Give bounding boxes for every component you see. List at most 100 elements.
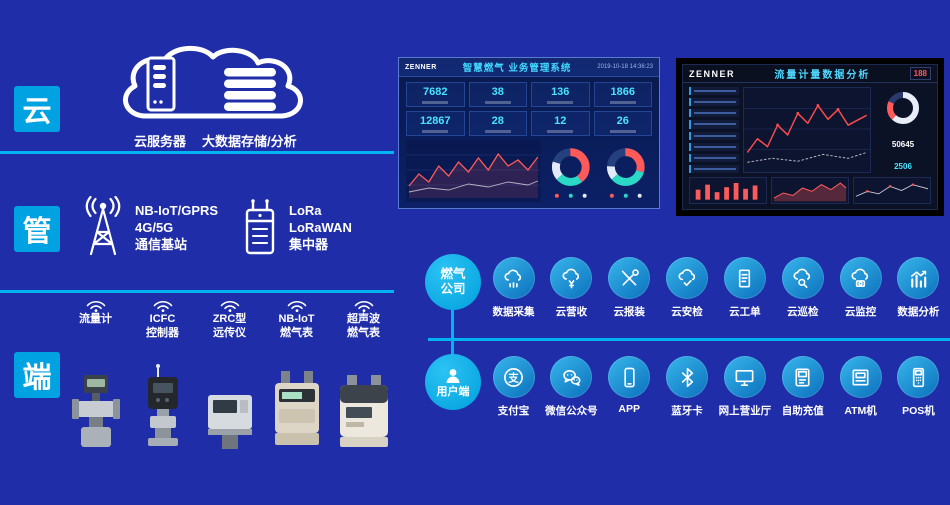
dashboard2-stat-1: 188 [909, 67, 931, 80]
device-flow-meter: 流量计 [62, 296, 129, 449]
ultrasonic-gas-meter-photo [339, 375, 388, 447]
dashboard2-stat-3: 2506 [894, 162, 912, 171]
work-order-icon [739, 269, 751, 287]
database-icon [224, 68, 276, 111]
dashboard1-brand: ZENNER [405, 63, 437, 71]
cloud-tier-badge: 云 [14, 86, 60, 132]
dashboard1-timestamp: 2019-10-18 14:36:23 [597, 64, 653, 70]
cloud-camera-icon [851, 268, 869, 287]
flow-meter-photo [71, 375, 120, 447]
dashboard2-brand: ZENNER [689, 68, 736, 79]
dashboard2-main-line-chart [743, 87, 871, 173]
bar-chart-icon [910, 270, 927, 288]
device-zrc-transmitter: ZRC型远传仪 [196, 296, 263, 449]
signal-icon [287, 300, 306, 312]
base-station-line2: 4G/5G [135, 219, 174, 235]
function-cloud-revenue: 云营收 [544, 257, 599, 319]
dashboard-metering-analysis: ZENNER 流量计量数据分析 188 [676, 58, 944, 216]
concentrator-group: LoRa LoRaWAN 集中器 [240, 198, 352, 256]
function-cloud-safety-check: 云安检 [660, 257, 715, 319]
function-cloud-inspection: 云巡检 [775, 257, 830, 319]
monitor-icon [735, 369, 754, 386]
channel-online-hall: 网上营业厅 [717, 356, 772, 418]
stat-cell: 136 [531, 82, 590, 107]
concentrator-line3: 集中器 [289, 236, 329, 252]
cloud-revenue-icon [562, 268, 579, 288]
alipay-icon: 支 [504, 367, 523, 387]
dashboard1-title: 智慧燃气 业务管理系统 [462, 63, 572, 74]
dashboard2-donut-chart [887, 92, 919, 124]
stat-cell: 12 [531, 111, 590, 136]
dashboard1-donut-chart-2 [607, 148, 646, 198]
antenna-tower-icon [85, 196, 121, 256]
function-cloud-work-order: 云工单 [717, 257, 772, 319]
user-function-row: 支 支付宝 微信公众号 [486, 356, 946, 418]
nbiot-gas-meter-photo [274, 371, 319, 445]
dashboard2-mini-bar-chart [689, 177, 767, 204]
function-data-analysis: 数据分析 [891, 257, 946, 319]
pipe-tier-badge: 管 [14, 206, 60, 252]
function-data-collection: 数据采集 [486, 257, 541, 319]
svg-text:支: 支 [507, 371, 519, 384]
dashboard2-mini-area-chart [771, 177, 849, 204]
user-side-hub: 用户端 [425, 354, 481, 410]
signal-icon [354, 300, 373, 312]
cloud-server-label: 云服务器 [134, 134, 187, 149]
stat-cell: 28 [468, 111, 527, 136]
base-station-line3: 通信基站 [135, 236, 188, 252]
channel-pos: POS机 [891, 356, 946, 418]
dashboard2-mini-line-chart [853, 177, 931, 204]
signal-icon [153, 300, 172, 312]
gas-company-label: 燃气公司 [440, 267, 466, 296]
device-ultrasonic-gas-meter: 超声波燃气表 [330, 296, 397, 449]
dashboard2-kpi-column: 50645 2506 [875, 87, 931, 173]
cloud-server-illustration [112, 44, 312, 132]
pos-icon [912, 367, 925, 387]
icfc-controller-photo [147, 364, 178, 446]
gas-company-hub: 燃气公司 [425, 254, 481, 310]
concentrator-icon [245, 199, 275, 255]
zrc-transmitter-photo [207, 395, 252, 449]
stat-cell: 12867 [406, 111, 465, 136]
cloud-check-icon [678, 268, 695, 286]
base-station-group: NB-IoT/GPRS 4G/5G 通信基站 [80, 196, 218, 258]
stat-cell: 26 [593, 111, 652, 136]
atm-icon [852, 368, 869, 386]
smartphone-icon [624, 367, 635, 387]
stat-cell: 38 [468, 82, 527, 107]
tier-divider-1 [0, 151, 394, 154]
kiosk-icon [795, 368, 810, 386]
wechat-icon [563, 369, 581, 386]
channel-wechat-official: 微信公众号 [544, 356, 599, 418]
person-icon [446, 368, 460, 383]
dashboard1-stat-grid: 7682 38 136 1866 12867 28 12 26 [399, 77, 659, 138]
big-data-storage-label: 大数据存储/分析 [202, 134, 297, 149]
dashboard1-donut-chart-1 [551, 148, 590, 198]
tools-icon [621, 268, 639, 286]
function-cloud-monitoring: 云监控 [833, 257, 888, 319]
function-cloud-installation: 云报装 [602, 257, 657, 319]
dashboard2-stat-2: 50645 [891, 140, 915, 149]
user-side-label: 用户端 [436, 385, 470, 398]
channel-atm: ATM机 [833, 356, 888, 418]
cloud-icon [123, 45, 303, 119]
dashboard2-sidebar-table [689, 87, 739, 173]
device-tier-badge: 端 [14, 352, 60, 398]
dashboard1-line-chart [406, 140, 541, 202]
hub-connector-line [451, 302, 454, 358]
row-connector-line [428, 338, 950, 341]
concentrator-line1: LoRa [289, 202, 322, 218]
stat-cell: 1866 [593, 82, 652, 107]
cloud-search-icon [793, 268, 811, 288]
signal-icon [86, 300, 105, 312]
company-function-row: 数据采集 云营收 云报装 [486, 257, 946, 319]
base-station-line1: NB-IoT/GPRS [135, 202, 219, 218]
channel-alipay: 支 支付宝 [486, 356, 541, 418]
signal-icon [220, 300, 239, 312]
channel-app: APP [602, 356, 657, 418]
channel-bluetooth-card: 蓝牙卡 [660, 356, 715, 418]
tier-divider-2 [0, 290, 394, 293]
